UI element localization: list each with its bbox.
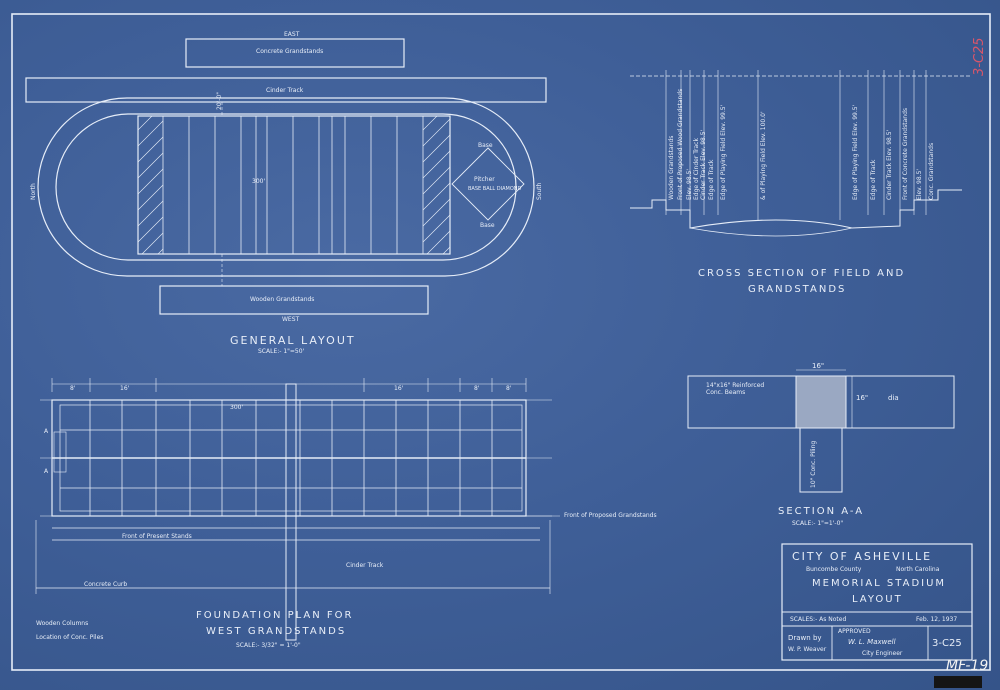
tb-sheet: LAYOUT (852, 594, 903, 605)
general-layout-scale: SCALE:- 1"=50' (258, 348, 305, 355)
diamond-base-top: Base (478, 142, 493, 149)
baseball-diamond (451, 147, 525, 221)
tb-approved-by: W. L. Maxwell (848, 638, 896, 646)
corner-code: 3-C25 (972, 37, 987, 76)
beam-section (795, 375, 847, 429)
cs-label-8: & of Playing Field Elev. 100.0' (760, 111, 767, 200)
tb-state: North Carolina (896, 566, 940, 573)
diamond-base-bottom: Base (480, 222, 495, 229)
fp-legend-piles: Location of Conc. Piles (36, 634, 104, 641)
end-zone-hatch-left (137, 115, 164, 255)
tb-drawn-label: Drawn by (788, 634, 822, 642)
tb-city: CITY OF ASHEVILLE (792, 550, 933, 563)
tb-project: MEMORIAL STADIUM (812, 578, 947, 589)
fp-dim-3: 300' (230, 404, 244, 411)
track-outer (37, 97, 535, 277)
tb-scale: SCALES:- As Noted (790, 616, 847, 623)
cinder-track-strip (25, 77, 547, 103)
section-aa-dim-top: 16" (812, 362, 825, 370)
section-aa-dia: dia (888, 394, 899, 402)
fp-cinder-track: Cinder Track (346, 562, 384, 569)
cross-section-title-2: GRANDSTANDS (748, 284, 847, 295)
fp-dim-6: 8' (506, 385, 512, 392)
tb-approved-title: City Engineer (862, 650, 903, 657)
foundation-plan-drawing (35, 378, 560, 641)
fp-front-of-stands: Front of Present Stands (122, 533, 192, 540)
tb-drawn-by: W. P. Weaver (788, 646, 827, 653)
fp-front-proposed: Front of Proposed Grandstands (564, 512, 657, 519)
cs-label-10: Edge of Track (870, 159, 877, 200)
fp-dim-1: 8' (70, 385, 76, 392)
south-label: South (536, 182, 543, 200)
foundation-plan-title-2: WEST GRANDSTANDS (206, 626, 347, 637)
fp-legend-columns: Wooden Columns (36, 620, 89, 627)
concrete-grandstands-rect (185, 38, 405, 68)
dimension-width-label: 300' (252, 178, 266, 185)
section-aa-beam-note: 14"x16" Reinforced Conc. Beams (706, 382, 765, 396)
concrete-grandstands-label: Concrete Grandstands (256, 48, 324, 55)
diamond-label: BASE BALL DIAMOND (468, 186, 522, 192)
sheet-border (11, 13, 991, 671)
tb-approved-label: APPROVED (838, 628, 871, 635)
cs-label-7: Edge of Playing Field Elev. 99.5' (720, 104, 727, 200)
foundation-plan-title-1: FOUNDATION PLAN FOR (196, 610, 354, 621)
section-aa-scale: SCALE:- 1"=1'-0" (792, 520, 844, 527)
general-layout-title: GENERAL LAYOUT (230, 334, 356, 347)
cs-label-5: Cinder Track Elev. 98.5' (700, 129, 707, 200)
field-yard-lines (162, 116, 424, 254)
cs-label-13: Elev. 98.5' (916, 168, 923, 200)
bottom-note: MF-19 (946, 658, 989, 674)
cs-label-1: Wooden Grandstands (668, 135, 675, 200)
diamond-pitcher: Pitcher (474, 176, 495, 183)
tb-date: Feb. 12, 1937 (916, 616, 958, 623)
playing-field (137, 115, 451, 255)
section-aa-dim-side: 16" (856, 394, 869, 402)
cs-label-11: Cinder Track Elev. 98.5' (886, 129, 893, 200)
tb-number: 3-C25 (932, 638, 962, 649)
end-zone-hatch-right (422, 115, 451, 255)
cs-label-3: Elev. 98.5' (686, 168, 693, 200)
cross-section-title-1: CROSS SECTION OF FIELD AND (698, 268, 906, 279)
fp-concrete-curb: Concrete Curb (84, 581, 128, 588)
pile-section (799, 427, 843, 493)
fp-dim-5: 8' (474, 385, 480, 392)
fp-dim-2: 16' (120, 385, 130, 392)
title-block-lines (781, 543, 973, 661)
fp-dim-4: 16' (394, 385, 404, 392)
cs-label-9: Edge of Playing Field Elev. 99.5' (852, 104, 859, 200)
dimension-mid-label: 20'-0" (216, 91, 223, 110)
section-aa-drawing (687, 369, 955, 493)
cinder-track-label: Cinder Track (266, 87, 304, 94)
wooden-grandstands-rect (159, 285, 429, 315)
cs-label-14: Conc. Grandstands (928, 142, 935, 200)
track-inner (55, 113, 517, 261)
wooden-grandstands-label: Wooden Grandstands (250, 296, 315, 303)
east-label: EAST (284, 31, 300, 38)
cs-label-12: Front of Concrete Grandstands (902, 107, 909, 200)
fp-section-marker-bottom: A (44, 468, 49, 475)
fp-section-marker-top: A (44, 428, 49, 435)
cs-label-4: Edge of Cinder Track (693, 138, 700, 200)
cs-label-6: Edge of Track (708, 159, 715, 200)
section-aa-pile-note: 10" Conc. Piling (810, 440, 817, 488)
foundation-plan-scale: SCALE:- 3/32" = 1'-0" (236, 642, 301, 649)
section-aa-title: SECTION A-A (778, 506, 865, 517)
west-label: WEST (282, 316, 300, 323)
north-label: North (30, 183, 37, 200)
cs-label-2: Front of Proposed Wood Grandstands (677, 88, 684, 200)
cross-section-drawing (630, 70, 970, 237)
tb-county: Buncombe County (806, 566, 862, 573)
tape-strip (934, 676, 982, 688)
